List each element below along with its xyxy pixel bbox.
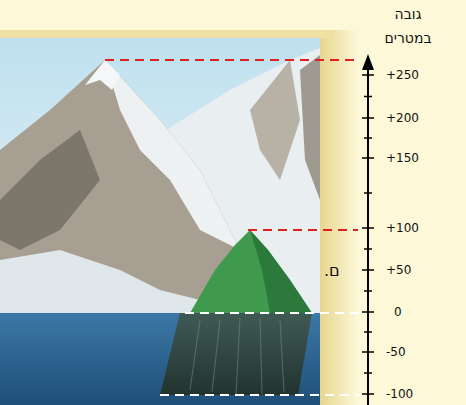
minor-tick (364, 96, 372, 98)
tick (362, 157, 374, 159)
rock-shadow (0, 130, 100, 250)
minor-tick (364, 192, 372, 194)
snow-cap (85, 60, 120, 90)
tick-label: +250 (386, 68, 419, 82)
tick (362, 227, 374, 229)
base-line (160, 394, 360, 396)
minor-tick (364, 372, 372, 374)
tick (362, 393, 374, 395)
minor-tick (364, 331, 372, 333)
island-peak-line (248, 229, 358, 231)
tick (362, 117, 374, 119)
tick-label: -50 (386, 345, 406, 359)
tick (362, 351, 374, 353)
axis-arrow (362, 54, 374, 70)
tick-label: 0 (394, 305, 402, 319)
tick-label: +50 (386, 263, 411, 277)
axis (367, 64, 369, 405)
tick-label: +200 (386, 111, 419, 125)
minor-tick (364, 248, 372, 250)
island-shade (250, 230, 312, 313)
minor-tick (364, 290, 372, 292)
island (190, 230, 312, 313)
snow-face (105, 60, 240, 250)
tick (362, 311, 374, 313)
tick-label: +150 (386, 151, 419, 165)
rock-texture (190, 318, 284, 394)
peak-line (105, 59, 360, 61)
tick (362, 269, 374, 271)
axis-title: במטרים (384, 30, 431, 46)
text-fragment: ם. (324, 261, 340, 280)
minor-tick (364, 137, 372, 139)
sky (0, 38, 320, 313)
rock (300, 55, 320, 200)
frame-shadow (318, 30, 358, 405)
frame-shadow (0, 30, 330, 38)
axis-ticks (362, 75, 374, 394)
axis-title: גובה (395, 6, 422, 22)
sea-level-line (185, 312, 360, 314)
tick-label: -100 (386, 387, 413, 401)
tick-label: +100 (386, 221, 419, 235)
rock (250, 60, 300, 180)
tick (362, 74, 374, 76)
underwater-rock (160, 313, 312, 395)
water (0, 313, 320, 405)
